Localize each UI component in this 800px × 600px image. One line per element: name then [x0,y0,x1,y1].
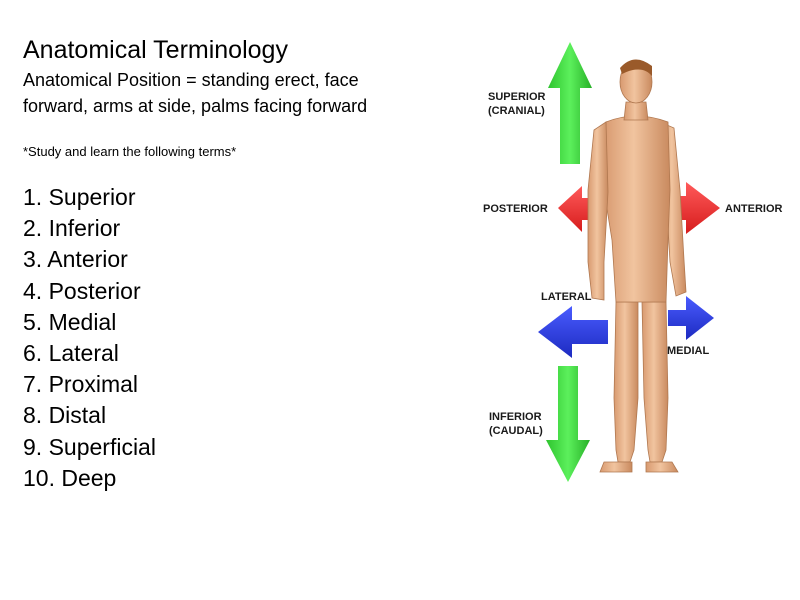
definition-line-2: forward, arms at side, palms facing forw… [23,96,368,116]
slide-title: Anatomical Terminology [23,36,288,64]
term-item: 7. Proximal [23,371,139,398]
anatomy-illustration [538,42,720,482]
anterior-arrow [656,182,720,234]
term-item: 2. Inferior [23,215,121,242]
posterior-arrow [558,186,594,232]
inferior-arrow [546,366,590,482]
definition-line-1: Anatomical Position = standing erect, fa… [23,70,359,90]
term-item: 8. Distal [23,402,107,429]
term-item: 1. Superior [23,184,136,210]
human-figure [587,60,687,473]
term-item: 6. Lateral [23,339,119,366]
inferior-label: INFERIOR (CAUDAL) [489,411,543,437]
lateral-label: LATERAL [541,291,592,303]
term-item: 9. Superficial [23,433,156,460]
anatomical-position-definition: Anatomical Position = standing erect, fa… [23,67,367,119]
posterior-label: POSTERIOR [483,203,548,215]
anatomical-directions-figure: SUPERIOR (CRANIAL) POSTERIOR ANTERIOR LA… [470,30,800,500]
term-item: 10. Deep [23,464,117,491]
superior-arrow [548,42,592,164]
term-item: 3. Anterior [23,246,128,273]
medial-arrow [668,296,714,340]
term-list: 1. Superior 2. Inferior 3. Anterior 4. P… [23,182,156,494]
medial-label: MEDIAL [667,345,710,357]
anterior-label: ANTERIOR [725,203,783,215]
superior-label: SUPERIOR (CRANIAL) [488,91,546,117]
term-item: 4. Posterior [23,277,141,304]
study-instruction: *Study and learn the following terms* [23,144,237,159]
term-item: 5. Medial [23,308,117,335]
lateral-arrow [538,306,608,358]
hair [620,59,652,76]
